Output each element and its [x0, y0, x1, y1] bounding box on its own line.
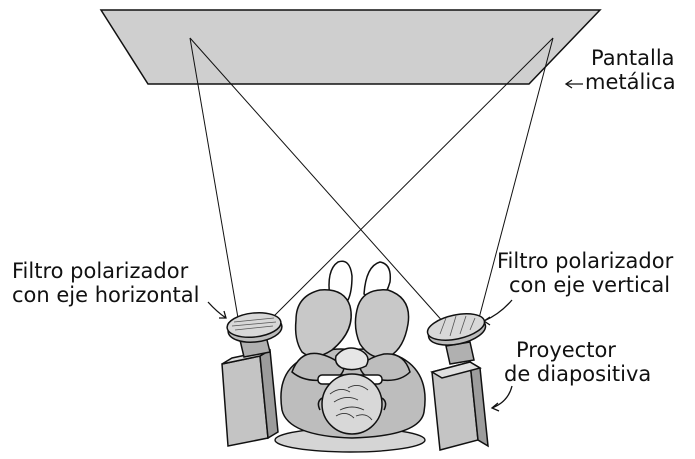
screen-label-line2: metálica	[585, 70, 676, 94]
metallic-screen	[101, 10, 600, 84]
left-filter-label-line1: Filtro polarizador	[12, 259, 199, 283]
right-filter-label-line1: Filtro polarizador	[497, 249, 673, 273]
screen-label: Pantalla	[591, 46, 675, 70]
projector-arrow	[492, 386, 512, 411]
head	[322, 374, 382, 434]
right-projector	[432, 342, 488, 450]
screen-label-2: metálica	[585, 70, 676, 94]
projector-label-line1: Proyector	[512, 338, 651, 362]
left-filter-label-line2: con eje horizontal	[12, 283, 199, 307]
right-knee	[355, 290, 408, 358]
right-filter-arrow	[484, 300, 512, 325]
screen-label-line1: Pantalla	[591, 46, 675, 70]
projector-label: Proyector de diapositiva	[512, 338, 651, 386]
left-polarizer-filter	[226, 310, 283, 345]
hands	[336, 348, 368, 370]
left-filter-label: Filtro polarizador con eje horizontal	[12, 259, 199, 307]
left-projector	[222, 336, 278, 446]
screen-arrow	[566, 80, 583, 88]
left-filter-arrow	[208, 302, 226, 318]
projector-label-line2: de diapositiva	[504, 362, 651, 386]
right-filter-label: Filtro polarizador con eje vertical	[497, 249, 673, 297]
left-knee	[296, 290, 352, 357]
right-polarizer-filter	[425, 309, 488, 350]
right-filter-label-line2: con eje vertical	[497, 273, 673, 297]
